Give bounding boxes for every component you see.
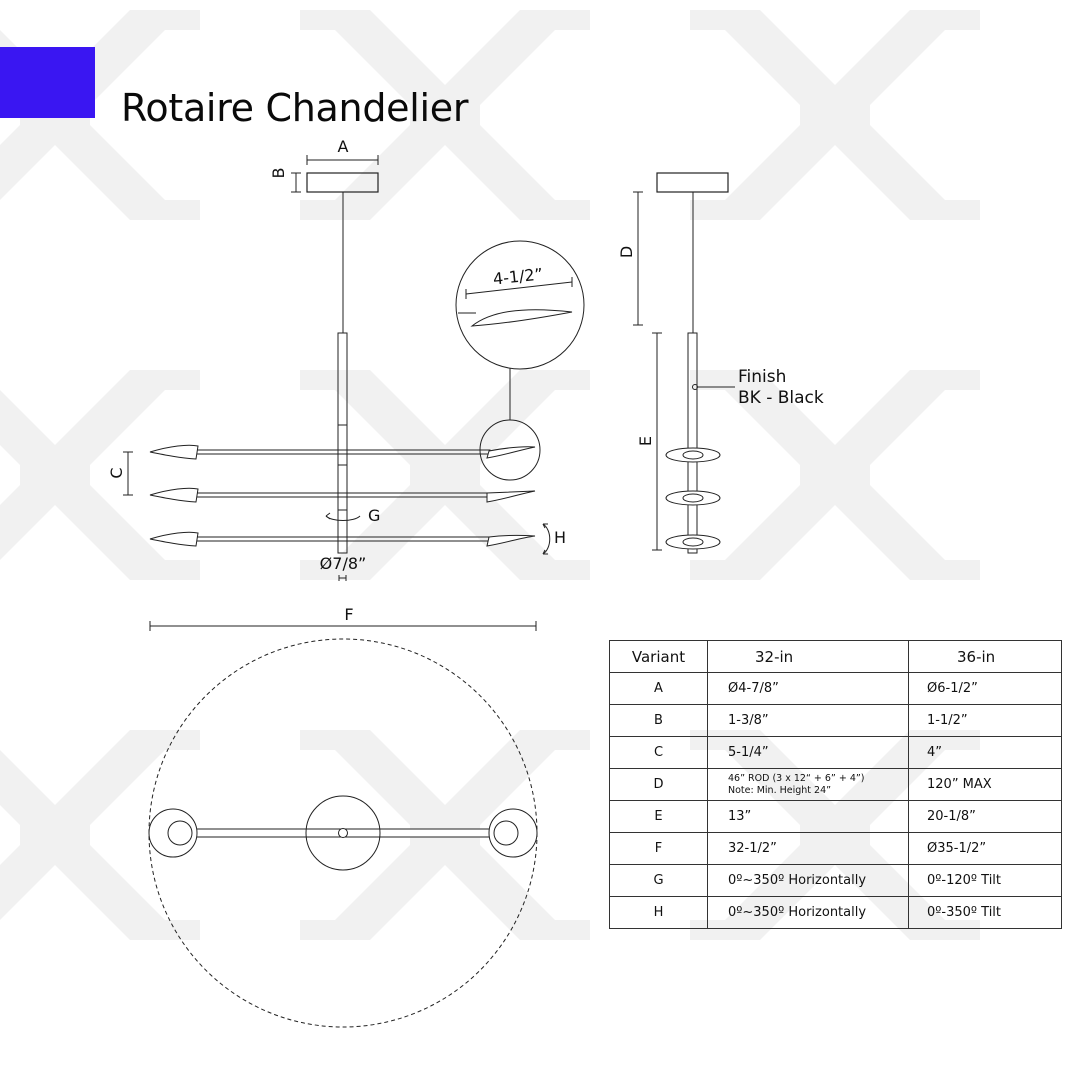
table-row: F 32-1/2” Ø35-1/2” <box>609 832 1062 865</box>
value-36-cell: Ø6-1/2” <box>908 672 1062 705</box>
page-title: Rotaire Chandelier <box>121 86 469 131</box>
variant-cell: E <box>609 800 708 833</box>
spec-table-header: Variant 32-in 36-in <box>609 640 1062 673</box>
min-height-note: Note: Min. Height 24” <box>728 784 832 796</box>
dim-label-g: G <box>368 506 380 525</box>
dim-label-f: F <box>344 605 353 624</box>
table-row: H 0º~350º Horizontally 0º-350º Tilt <box>609 896 1062 929</box>
variant-cell: G <box>609 864 708 897</box>
variant-cell: D <box>609 768 708 801</box>
dim-label-c: C <box>107 467 126 478</box>
table-row: D 46” ROD (3 x 12“ + 6” + 4”) Note: Min.… <box>609 768 1062 801</box>
value-32-cell: 32-1/2” <box>707 832 909 865</box>
value-32-cell: 5-1/4” <box>707 736 909 769</box>
table-row: B 1-3/8” 1-1/2” <box>609 704 1062 737</box>
value-36-cell: 0º-120º Tilt <box>908 864 1062 897</box>
variant-cell: F <box>609 832 708 865</box>
finish-title: Finish <box>738 367 786 387</box>
variant-cell: A <box>609 672 708 705</box>
column-header-32-in: 32-in <box>707 640 909 673</box>
dim-label-a: A <box>338 137 349 156</box>
table-row: C 5-1/4” 4” <box>609 736 1062 769</box>
value-32-cell: Ø4-7/8” <box>707 672 909 705</box>
shade-detail-callout <box>455 240 585 370</box>
table-row: G 0º~350º Horizontally 0º-120º Tilt <box>609 864 1062 897</box>
variant-cell: B <box>609 704 708 737</box>
value-36-cell: 4” <box>908 736 1062 769</box>
value-32-cell: 0º~350º Horizontally <box>707 864 909 897</box>
rod-diameter-label: Ø7/8” <box>320 554 367 573</box>
value-36-cell: 1-1/2” <box>908 704 1062 737</box>
finish-value: BK - Black <box>738 388 824 408</box>
value-36-cell: 0º-350º Tilt <box>908 896 1062 929</box>
brand-accent-block <box>0 47 95 118</box>
dim-label-b: B <box>269 168 288 179</box>
value-36-cell: 20-1/8” <box>908 800 1062 833</box>
table-row: A Ø4-7/8” Ø6-1/2” <box>609 672 1062 705</box>
value-32-cell: 46” ROD (3 x 12“ + 6” + 4”) Note: Min. H… <box>707 768 909 801</box>
variant-cell: C <box>609 736 708 769</box>
rod-spec-text: 46” ROD (3 x 12“ + 6” + 4”) <box>728 772 865 784</box>
side-elevation <box>633 172 735 554</box>
column-header-36-in: 36-in <box>908 640 1062 673</box>
plan-view <box>148 638 538 1028</box>
value-32-cell: 0º~350º Horizontally <box>707 896 909 929</box>
dim-label-h: H <box>554 528 566 547</box>
table-row: E 13” 20-1/8” <box>609 800 1062 833</box>
value-36-cell: 120” MAX <box>908 768 1062 801</box>
spec-table: Variant 32-in 36-in A Ø4-7/8” Ø6-1/2” B … <box>609 640 1062 929</box>
front-elevation <box>123 155 551 631</box>
value-32-cell: 13” <box>707 800 909 833</box>
value-36-cell: Ø35-1/2” <box>908 832 1062 865</box>
dim-label-d: D <box>617 246 636 258</box>
value-32-cell: 1-3/8” <box>707 704 909 737</box>
variant-cell: H <box>609 896 708 929</box>
column-header-variant: Variant <box>609 640 708 673</box>
dim-label-e: E <box>636 436 655 446</box>
